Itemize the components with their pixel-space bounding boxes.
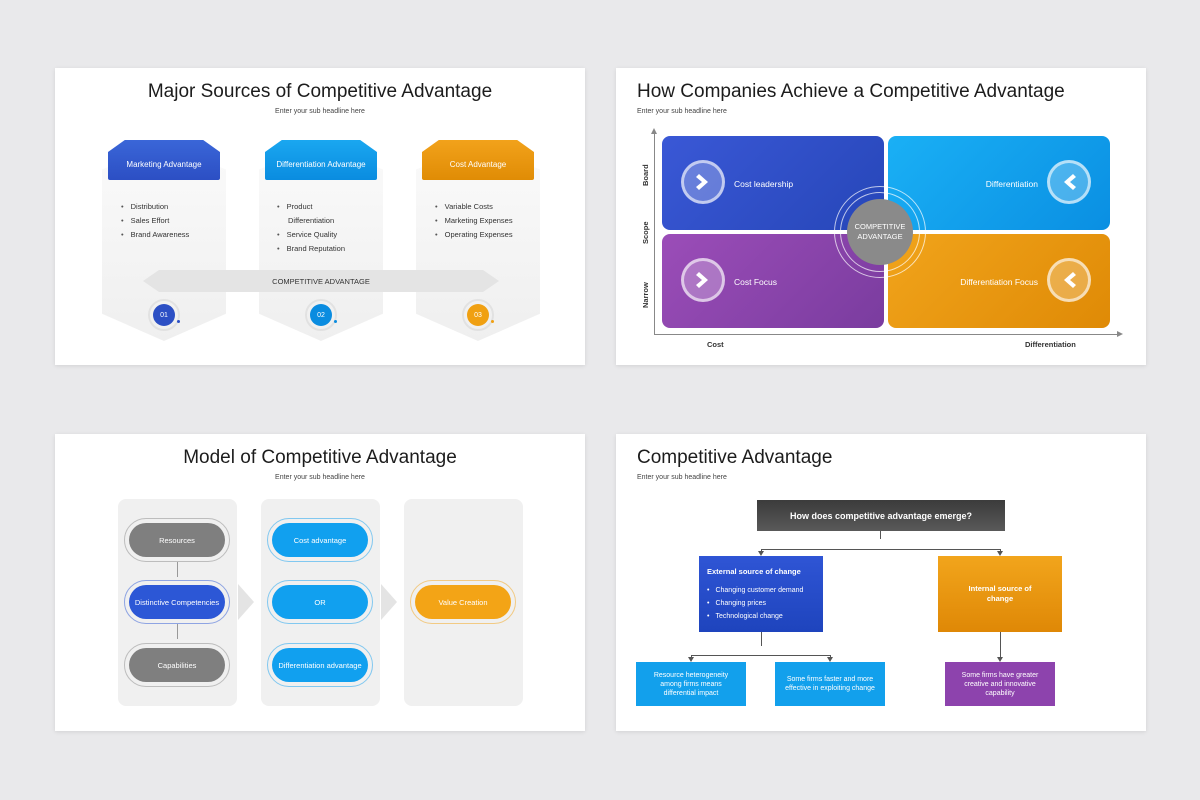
center-ring-inner [840, 192, 920, 272]
x-axis-arrowhead [1117, 331, 1123, 337]
list-item: Brand Awareness [121, 228, 190, 242]
chevron-left-icon [1047, 258, 1091, 302]
dot-decoration [491, 320, 494, 323]
double-arrow-shape [143, 270, 499, 292]
x-axis-label-differentiation: Differentiation [1025, 340, 1076, 349]
quadrant-label: Cost leadership [734, 179, 794, 189]
connector-line [177, 624, 178, 639]
x-axis-label-cost: Cost [707, 340, 724, 349]
list-item: Variable Costs [435, 200, 513, 214]
slide-model-of-advantage[interactable]: Model of Competitive Advantage Enter you… [55, 434, 585, 731]
arrowhead [997, 657, 1003, 662]
connector-line [691, 655, 692, 658]
resources-pill: Resources [124, 518, 230, 562]
differentiation-advantage-pill: Differentiation advantage [267, 643, 373, 687]
x-axis-line [654, 334, 1119, 335]
list-item: Operating Expenses [435, 228, 513, 242]
flow-arrow-2 [381, 584, 397, 620]
tab-marketing-advantage: Marketing Advantage [108, 140, 220, 180]
chevron-right-icon [681, 258, 725, 302]
dot-decoration [334, 320, 337, 323]
quadrant-label: Differentiation Focus [960, 277, 1038, 287]
y-axis-line [654, 132, 655, 335]
list-item: Product [277, 200, 345, 214]
number-badge-1: 01 [148, 299, 180, 331]
value-creation-pill: Value Creation [410, 580, 516, 624]
leaf-box-faster-firms: Some firms faster and more effective in … [775, 662, 885, 706]
list-item: Sales Effort [121, 214, 189, 228]
arrow-label: COMPETITIVE ADVANTAGE [272, 277, 370, 286]
flow-arrow-1 [238, 584, 254, 620]
connector-line [1000, 549, 1001, 552]
connector-line [691, 655, 831, 656]
list-item: Marketing Expenses [435, 214, 513, 228]
slide-subtitle: Enter your sub headline here [637, 474, 727, 481]
chevron-left-icon [1047, 160, 1091, 204]
slide-title: Major Sources of Competitive Advantage [147, 81, 493, 102]
connector-line [880, 531, 881, 539]
center-ring-outer [834, 186, 926, 278]
connector-line [761, 549, 762, 552]
slide-competitive-advantage-tree[interactable]: Competitive Advantage Enter your sub hea… [616, 434, 1146, 731]
capabilities-pill: Capabilities [124, 643, 230, 687]
connector-line [761, 549, 1001, 550]
arrowhead [758, 551, 764, 556]
y-axis-label-board: Board [641, 164, 650, 186]
list-item: Changing customer demand [707, 584, 815, 597]
connector-line [761, 632, 762, 646]
number-badge-2: 02 [305, 299, 337, 331]
chevron-right-icon [681, 160, 725, 204]
external-source-title: External source of change [707, 567, 801, 576]
tab-cost-advantage: Cost Advantage [422, 140, 534, 180]
list-item: Distribution [121, 200, 189, 214]
arrowhead [688, 657, 694, 662]
slide-title: Competitive Advantage [637, 447, 833, 468]
connector-line [1000, 632, 1001, 658]
slide-major-sources[interactable]: Major Sources of Competitive Advantage E… [55, 68, 585, 365]
bullet-list-cost: Variable Costs Marketing Expenses Operat… [435, 200, 513, 242]
leaf-box-creative-capability: Some firms have greater creative and inn… [945, 662, 1055, 706]
slide-title: How Companies Achieve a Competitive Adva… [637, 81, 1065, 102]
arrowhead [827, 657, 833, 662]
list-item: Brand Reputation [277, 242, 345, 256]
quadrant-differentiation: Differentiation [888, 136, 1110, 230]
internal-source-box: Internal source of change [938, 556, 1062, 632]
cost-advantage-pill: Cost advantage [267, 518, 373, 562]
y-axis-label-scope: Scope [641, 221, 650, 244]
y-axis-arrowhead [651, 128, 657, 134]
slide-subtitle: Enter your sub headline here [275, 108, 365, 115]
slide-subtitle: Enter your sub headline here [275, 474, 365, 481]
y-axis-label-narrow: Narrow [641, 282, 650, 308]
slide-how-companies-achieve[interactable]: How Companies Achieve a Competitive Adva… [616, 68, 1146, 365]
competitive-advantage-circle: COMPETITIVE ADVANTAGE [847, 199, 913, 265]
external-source-list: Changing customer demand Changing prices… [707, 584, 815, 623]
number-badge-3: 03 [462, 299, 494, 331]
arrowhead [997, 551, 1003, 556]
leaf-box-heterogeneity: Resource heterogeneity among firms means… [636, 662, 746, 706]
list-item: Technological change [707, 610, 815, 623]
dot-decoration [177, 320, 180, 323]
or-pill: OR [267, 580, 373, 624]
tab-differentiation-advantage: Differentiation Advantage [265, 140, 377, 180]
list-item: Service Quality [277, 228, 345, 242]
quadrant-differentiation-focus: Differentiation Focus [888, 234, 1110, 328]
list-item: Differentiation [288, 216, 335, 225]
slide-title: Model of Competitive Advantage [183, 447, 457, 468]
question-box: How does competitive advantage emerge? [757, 500, 1005, 531]
list-item: Changing prices [707, 597, 815, 610]
quadrant-label: Cost Focus [734, 277, 777, 287]
slide-subtitle: Enter your sub headline here [637, 108, 727, 115]
quadrant-label: Differentiation [985, 179, 1038, 189]
connector-line [177, 562, 178, 577]
distinctive-competencies-pill: Distinctive Competencies [124, 580, 230, 624]
external-source-box: External source of change Changing custo… [699, 556, 823, 632]
bullet-list-marketing: Distribution Sales Effort Brand Awarenes… [121, 200, 190, 242]
connector-line [830, 655, 831, 658]
bullet-list-differentiation: Product Differentiation Service Quality … [277, 200, 345, 256]
